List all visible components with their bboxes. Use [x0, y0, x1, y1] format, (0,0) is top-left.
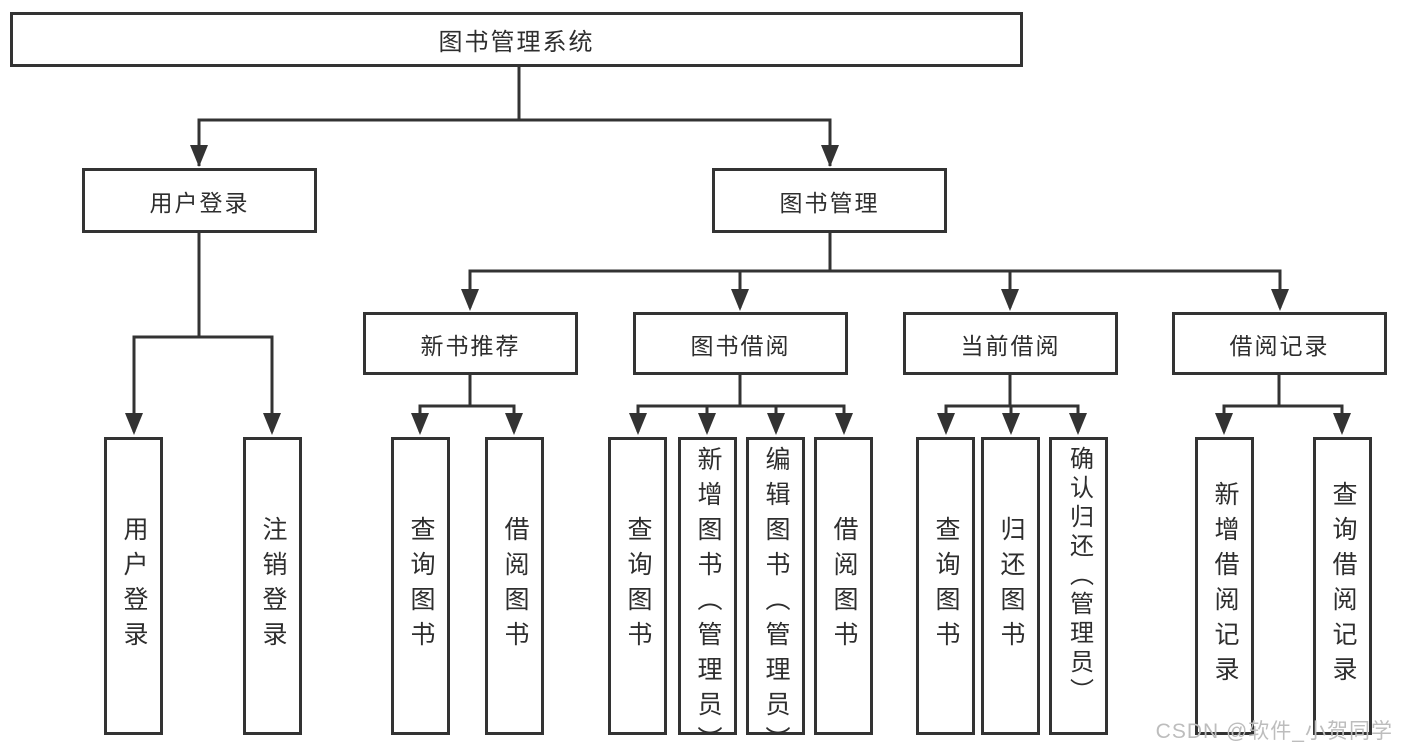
- leaf-add-books-admin: 新增图书（管理员）: [678, 437, 737, 747]
- node-label: 归还图书: [997, 516, 1025, 656]
- node-label: 借阅图书: [830, 516, 858, 656]
- node-label: 查询图书: [407, 516, 435, 656]
- leaf-edit-books-admin: 编辑图书（管理员）: [746, 437, 805, 747]
- leaf-borrow-books-1: 借阅图书: [485, 437, 544, 735]
- leaf-query-books-3: 查询图书: [916, 437, 975, 735]
- leaf-confirm-return-admin: 确认归还（管理员）: [1049, 437, 1108, 735]
- leaf-borrow-books-2: 借阅图书: [814, 437, 873, 735]
- node-label: 借阅记录: [1229, 332, 1330, 359]
- node-label: 图书管理: [779, 189, 880, 216]
- node-label: 当前借阅: [960, 332, 1061, 359]
- node-user-login: 用户登录: [82, 168, 317, 233]
- node-label: 查询图书: [624, 516, 652, 656]
- node-label: 图书管理系统: [438, 29, 595, 56]
- leaf-user-login: 用户登录: [104, 437, 163, 735]
- node-label: 注销登录: [259, 516, 287, 656]
- leaf-query-books-1: 查询图书: [391, 437, 450, 735]
- node-label: 用户登录: [120, 516, 148, 656]
- node-label: 新书推荐: [420, 332, 521, 359]
- node-label: 图书借阅: [690, 332, 791, 359]
- csdn-watermark: CSDN @软件_小贺同学: [1155, 720, 1393, 743]
- leaf-add-borrow-record: 新增借阅记录: [1195, 437, 1254, 735]
- node-label: 确认归还（管理员）: [1065, 446, 1093, 707]
- leaf-query-books-2: 查询图书: [608, 437, 667, 735]
- node-label: 查询借阅记录: [1329, 481, 1357, 691]
- leaf-return-books: 归还图书: [981, 437, 1040, 735]
- node-label: 借阅图书: [501, 516, 529, 656]
- node-label: 编辑图书（管理员）: [762, 446, 790, 747]
- leaf-query-borrow-record: 查询借阅记录: [1313, 437, 1372, 735]
- node-label: 用户登录: [149, 189, 250, 216]
- arrowheads: [125, 145, 1351, 435]
- node-new-book-recommend: 新书推荐: [363, 312, 578, 375]
- node-book-borrow: 图书借阅: [633, 312, 848, 375]
- leaf-logout: 注销登录: [243, 437, 302, 735]
- node-label: 新增图书（管理员）: [694, 446, 722, 747]
- node-borrow-records: 借阅记录: [1172, 312, 1387, 375]
- node-current-borrow: 当前借阅: [903, 312, 1118, 375]
- node-book-management: 图书管理: [712, 168, 947, 233]
- node-label: 查询图书: [932, 516, 960, 656]
- node-label: 新增借阅记录: [1211, 481, 1239, 691]
- node-library-management-system: 图书管理系统: [10, 12, 1023, 67]
